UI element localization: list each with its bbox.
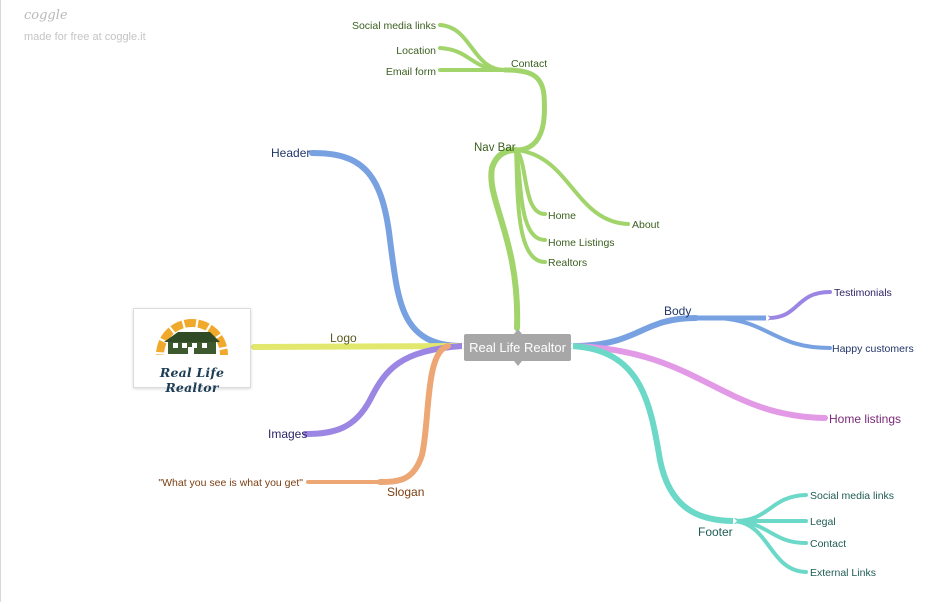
logo-text: Real Life Realtor	[159, 365, 225, 395]
central-node-label[interactable]: Real Life Realtor	[469, 340, 566, 355]
branch-happy-customers	[718, 316, 832, 350]
node-testimonials[interactable]: Testimonials	[834, 287, 892, 299]
house-sunburst-icon	[153, 316, 230, 357]
node-home-listings-nav[interactable]: Home Listings	[548, 237, 615, 249]
branch-footer-social	[733, 493, 808, 523]
node-location[interactable]: Location	[396, 45, 436, 57]
node-social-media-links-footer[interactable]: Social media links	[810, 490, 894, 502]
branch-home	[514, 148, 547, 216]
notch-right	[569, 342, 573, 350]
branch-realtors	[514, 148, 547, 264]
node-images[interactable]: Images	[268, 427, 307, 441]
node-nav-bar[interactable]: Nav Bar	[474, 142, 516, 154]
coggle-tagline[interactable]: made for free at coggle.it	[24, 31, 146, 43]
node-logo[interactable]: Logo	[330, 331, 357, 345]
notch-footer	[733, 517, 737, 525]
branch-home-listings-body	[569, 343, 828, 421]
node-home[interactable]: Home	[548, 210, 576, 222]
node-social-media-links-top[interactable]: Social media links	[352, 20, 436, 32]
node-contact[interactable]: Contact	[511, 58, 547, 70]
node-contact-footer[interactable]: Contact	[810, 538, 846, 550]
branch-footer-external	[733, 519, 808, 574]
node-about[interactable]: About	[632, 219, 660, 231]
node-header[interactable]: Header	[271, 146, 310, 160]
branch-body	[569, 315, 699, 349]
node-home-listings[interactable]: Home listings	[829, 412, 901, 426]
node-slogan[interactable]: Slogan	[387, 485, 424, 499]
branch-slogan	[377, 343, 451, 485]
node-realtors[interactable]: Realtors	[548, 257, 587, 269]
branch-footer	[569, 343, 738, 524]
branch-contact	[502, 67, 548, 153]
branch-header	[309, 150, 465, 349]
node-legal[interactable]: Legal	[810, 516, 836, 528]
node-slogan-text[interactable]: "What you see is what you get"	[158, 477, 303, 489]
branch-about	[514, 148, 630, 226]
central-node[interactable]	[464, 334, 571, 361]
branch-images	[303, 343, 465, 437]
branch-nav-bar	[488, 147, 521, 331]
node-external-links[interactable]: External Links	[810, 567, 876, 579]
branch-testimonials	[766, 290, 832, 320]
coggle-brand[interactable]: coggle	[24, 8, 68, 23]
branch-logo	[251, 343, 465, 350]
node-happy-customers[interactable]: Happy customers	[832, 343, 914, 355]
central-node-pointer	[514, 329, 522, 366]
node-footer[interactable]: Footer	[698, 525, 733, 539]
node-body[interactable]: Body	[664, 304, 691, 318]
node-email-form[interactable]: Email form	[386, 66, 436, 78]
logo-image[interactable]: Real Life Realtor	[133, 308, 251, 395]
notch-body	[766, 314, 770, 322]
